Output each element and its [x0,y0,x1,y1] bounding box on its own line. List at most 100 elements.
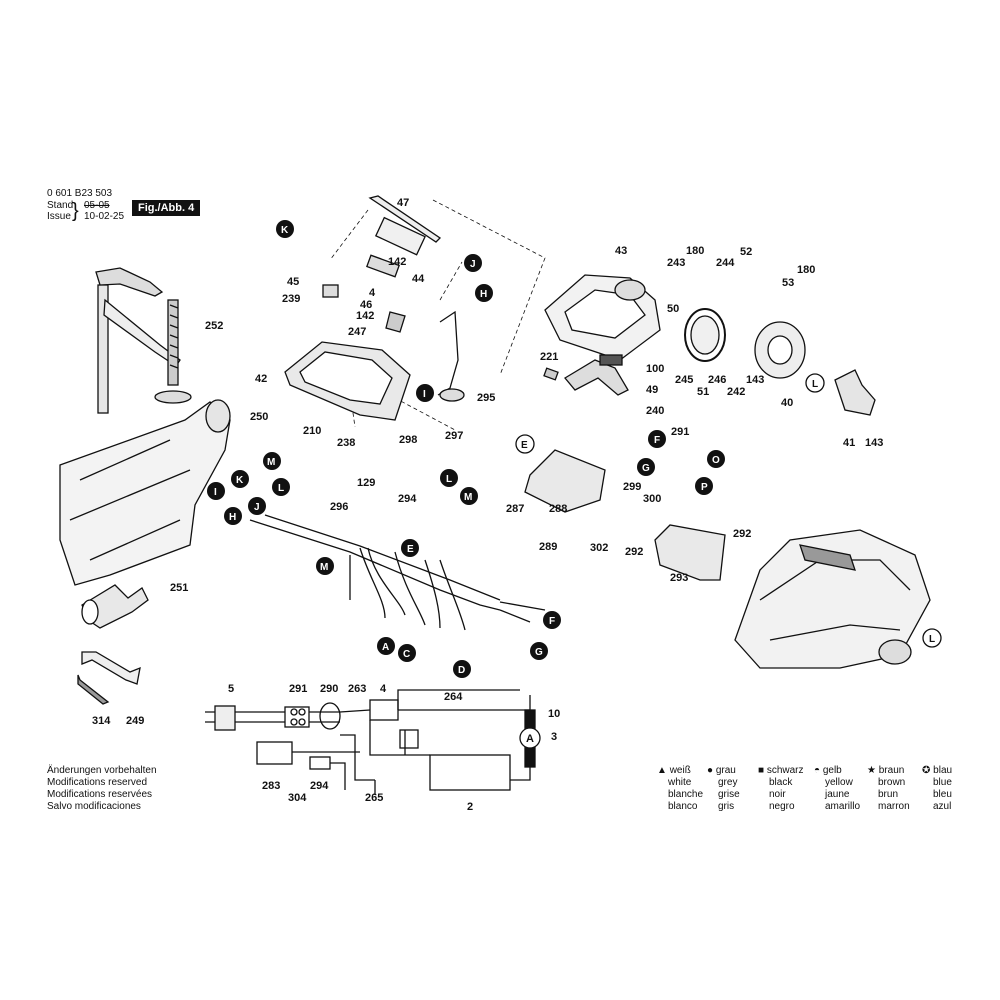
label-180: 180 [686,245,704,257]
label-100: 100 [646,363,664,375]
brace-icon: } [72,200,79,222]
label-41: 41 [843,437,855,449]
label-291-b: 291 [289,683,307,695]
connector-M-3: M [464,492,472,503]
label-49: 49 [646,384,658,396]
label-247: 247 [348,326,366,338]
label-298: 298 [399,434,417,446]
legend-grey: ● grau grey grise gris [707,765,740,812]
connector-M: M [267,457,275,468]
connector-K-2: K [236,475,244,486]
wiring-schematic [205,689,541,795]
label-243: 243 [667,257,685,269]
label-40: 40 [781,397,793,409]
label-291: 291 [671,426,689,438]
legend-yellow: ◓ gelb yellow jaune amarillo [814,765,861,812]
label-296: 296 [330,501,348,513]
label-263: 263 [348,683,366,695]
connector-O: O [712,455,720,466]
label-299: 299 [623,481,641,493]
connector-L: L [278,483,284,494]
connector-K: K [281,225,289,236]
label-294-b: 294 [310,780,329,792]
label-300: 300 [643,493,661,505]
connector-I-2: I [214,487,217,498]
connector-J-2: J [254,502,260,513]
label-304: 304 [288,792,307,804]
label-245: 245 [675,374,693,386]
label-142: 142 [388,256,406,268]
label-239: 239 [282,293,300,305]
saw-housing-drawing [734,529,931,669]
dust-nozzle-drawing [81,584,149,629]
label-43: 43 [615,245,627,257]
stand-date: 05-05 [84,200,110,211]
connector-D: D [458,665,465,676]
wiring-harness-drawing [249,514,546,631]
label-293: 293 [670,572,688,584]
label-244: 244 [716,257,735,269]
connector-J: J [470,259,476,270]
connector-badges: K J H I M K L I J H M E L M A C D F G E … [207,220,942,678]
label-50: 50 [667,303,679,315]
circled-star-icon: ✪ [922,765,931,776]
label-2: 2 [467,801,473,813]
dust-bag-drawing [59,399,231,586]
label-10: 10 [548,708,560,720]
connector-E-2: E [521,440,528,451]
label-42: 42 [255,373,267,385]
label-265: 265 [365,792,383,804]
notice-fr: Modifications reservées [47,789,153,800]
connector-F-2: F [654,435,660,446]
label-143: 143 [746,374,764,386]
label-240: 240 [646,405,664,417]
connector-M-2: M [320,562,328,573]
connector-H-2: H [229,512,236,523]
label-238: 238 [337,437,355,449]
label-143-b: 143 [865,437,883,449]
issue-label: Issue [47,211,71,222]
label-221: 221 [540,351,558,363]
label-252: 252 [205,320,223,332]
clamp-drawing [95,267,192,414]
label-287: 287 [506,503,524,515]
label-45: 45 [287,276,299,288]
connector-F: F [549,616,555,627]
legend-white: ▲ weiß white blanche blanco [657,765,704,812]
modification-notice: Änderungen vorbehalten Modifications res… [47,765,157,813]
connector-E: E [407,544,414,555]
figure-label: Fig./Abb. 4 [132,200,201,216]
legend-blue: ✪ blau blue bleu azul [922,765,953,812]
label-289: 289 [539,541,557,553]
label-210: 210 [303,425,321,437]
label-142-b: 142 [356,310,374,322]
label-292-b: 292 [625,546,643,558]
label-4: 4 [369,287,376,299]
label-53: 53 [782,277,794,289]
connector-G-2: G [642,463,650,474]
wrench-drawing [77,651,141,705]
legend-black: ■ schwarz black noir negro [758,765,804,812]
label-264: 264 [444,691,463,703]
label-180-b: 180 [797,264,815,276]
connector-L-4: L [929,634,935,645]
label-47: 47 [397,197,409,209]
label-129: 129 [357,477,375,489]
label-295: 295 [477,392,495,404]
label-51: 51 [697,386,709,398]
label-44: 44 [412,273,425,285]
label-4-b: 4 [380,683,387,695]
dot-icon: ● [707,765,714,776]
connector-I: I [423,389,426,400]
legend-brown: ★ braun brown brun marron [867,765,910,812]
label-294: 294 [398,493,417,505]
label-250: 250 [250,411,268,423]
issue-date: 10-02-25 [84,211,125,222]
notice-de: Änderungen vorbehalten [47,765,157,776]
stand-label: Stand [47,200,74,211]
label-251: 251 [170,582,188,594]
half-circle-icon: ◓ [814,765,821,776]
label-46: 46 [360,299,372,311]
label-297: 297 [445,430,463,442]
